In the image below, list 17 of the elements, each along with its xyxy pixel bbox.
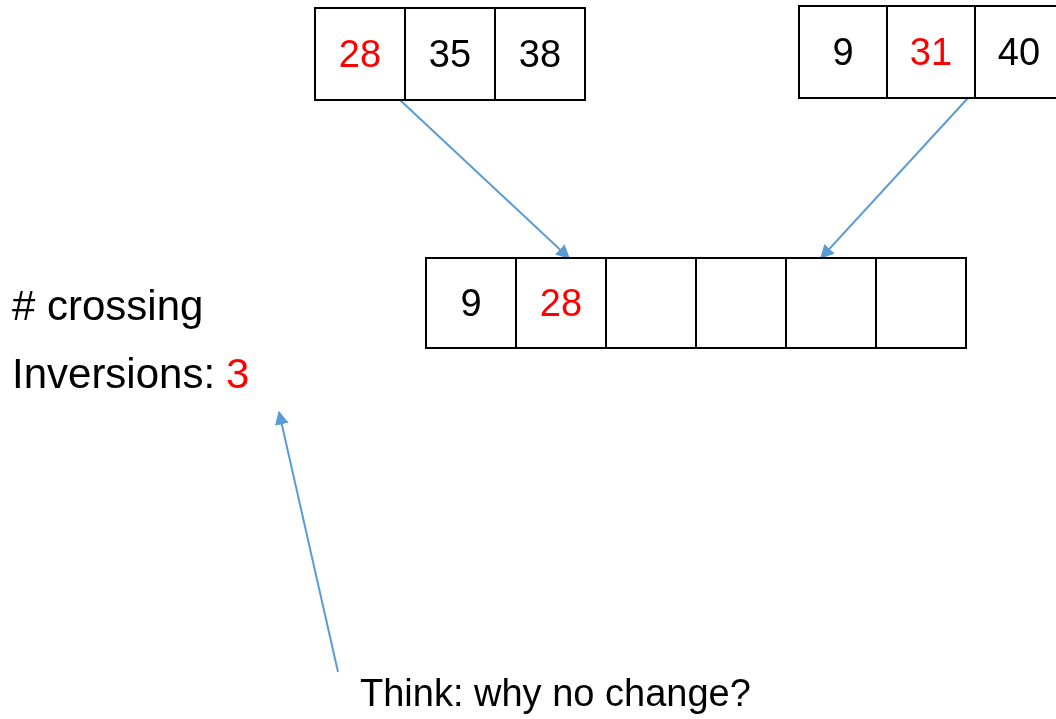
arrow (399, 99, 570, 259)
arrow (274, 410, 339, 673)
counter-label: # crossing Inversions: (12, 282, 216, 397)
array-cell: 40 (975, 6, 1056, 98)
array-row (799, 6, 1056, 98)
arrow (820, 97, 969, 260)
array-cell: 9 (426, 258, 516, 348)
array-cell: 35 (405, 8, 495, 100)
array-cell: 31 (887, 6, 975, 98)
array-cell: 9 (799, 6, 887, 98)
array-cell: 28 (315, 8, 405, 100)
counter-value: 3 (226, 350, 250, 397)
array-cell: 38 (495, 8, 585, 100)
array-cell: 28 (516, 258, 606, 348)
array-row (315, 8, 585, 100)
array-row (426, 258, 966, 348)
question-note: Think: why no change? (360, 672, 751, 715)
